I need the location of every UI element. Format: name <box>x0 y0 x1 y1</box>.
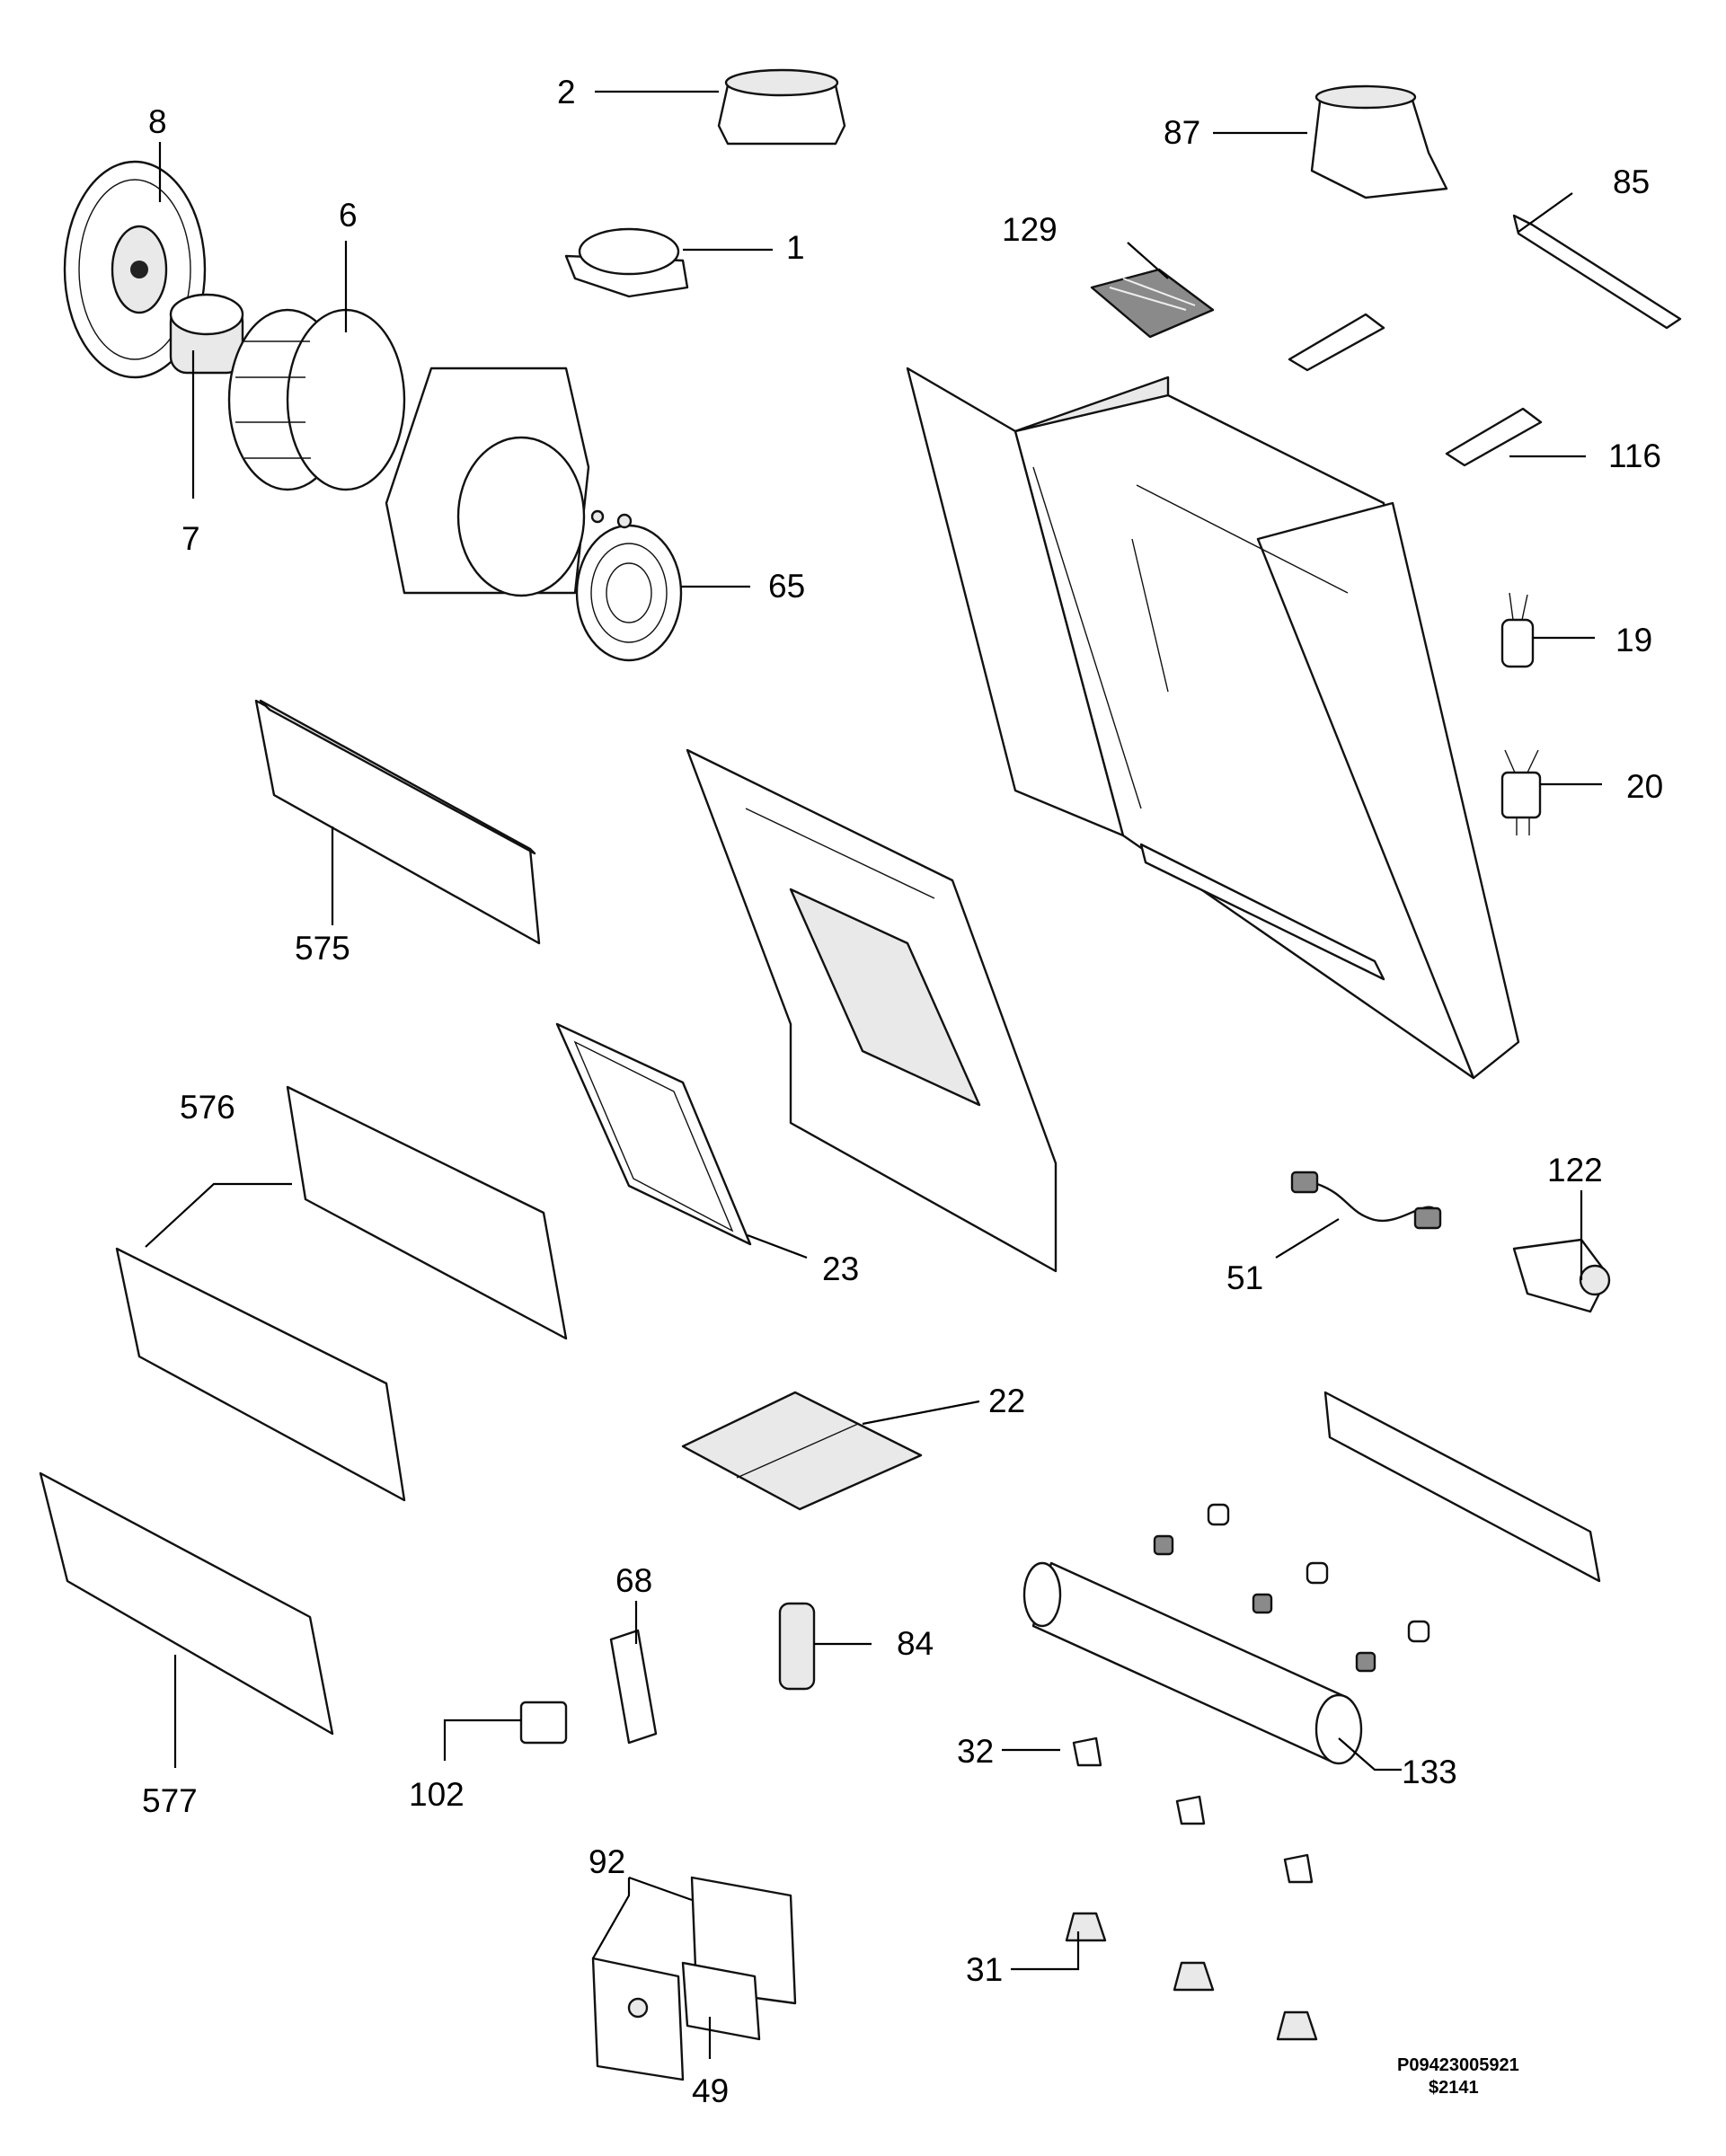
label-23: 23 <box>822 1250 859 1287</box>
hood-main-body <box>906 367 1520 1080</box>
part-65-fan-guard <box>575 509 683 662</box>
label-19: 19 <box>1615 622 1652 658</box>
label-129: 129 <box>1002 211 1058 248</box>
part-575-panel <box>254 699 541 945</box>
part-85-rail <box>1512 214 1682 330</box>
spacers-and-lamps <box>1153 1503 1430 1673</box>
label-6: 6 <box>339 197 358 234</box>
part-49-membrane <box>681 1961 761 2041</box>
label-22: 22 <box>988 1383 1025 1419</box>
part-1-flange <box>564 227 689 298</box>
label-92: 92 <box>589 1843 625 1880</box>
document-codes: P09423005921 $2141 <box>1397 2055 1519 2098</box>
label-577: 577 <box>142 1782 198 1819</box>
part-2-duct-collar <box>717 68 846 146</box>
label-575: 575 <box>295 930 350 967</box>
part-68-switch-bracket <box>609 1629 658 1745</box>
label-49: 49 <box>692 2072 729 2109</box>
label-102: 102 <box>409 1776 465 1813</box>
part-116-brackets <box>1288 313 1543 467</box>
label-31: 31 <box>966 1951 1003 1988</box>
part-84-control-knob <box>778 1602 816 1691</box>
label-65: 65 <box>768 568 805 605</box>
part-6-blower-wheel <box>227 308 406 491</box>
part-129-grille <box>1090 268 1215 339</box>
label-20: 20 <box>1626 768 1663 805</box>
leader-lines <box>145 90 1602 2059</box>
label-576: 576 <box>180 1089 235 1126</box>
label-32: 32 <box>957 1733 994 1770</box>
label-7: 7 <box>181 520 200 557</box>
label-85: 85 <box>1613 163 1650 200</box>
label-8: 8 <box>148 103 167 140</box>
part-31-lamp-caps <box>1065 1912 1318 2041</box>
part-number-labels: 2 8 6 7 1 87 85 129 116 65 19 20 575 576… <box>142 74 1663 2109</box>
part-32-clips <box>1072 1736 1314 1884</box>
center-front-panel <box>686 748 1058 1273</box>
revision-code: $2141 <box>1429 2078 1479 2098</box>
label-2: 2 <box>557 74 576 110</box>
label-68: 68 <box>615 1562 652 1599</box>
part-577-panel <box>39 1471 334 1736</box>
label-122: 122 <box>1547 1152 1603 1188</box>
part-19-capacitor <box>1500 592 1535 668</box>
part-22-sheet <box>681 1391 923 1511</box>
label-116: 116 <box>1608 437 1661 474</box>
part-102-control-box <box>519 1701 568 1745</box>
part-133-light-bar <box>1022 1561 1363 1765</box>
part-7-motor <box>169 293 265 375</box>
blower-housing <box>385 367 590 597</box>
part-122-socket <box>1512 1238 1611 1313</box>
part-576-panels <box>115 1085 568 1502</box>
part-51-wire-harness <box>1290 1171 1442 1230</box>
label-1: 1 <box>786 229 805 266</box>
label-133: 133 <box>1402 1754 1457 1790</box>
label-84: 84 <box>897 1625 934 1662</box>
part-20-filter-component <box>1500 749 1542 835</box>
rear-light-bar <box>1323 1391 1601 1583</box>
part-23-grease-filter <box>555 1022 752 1246</box>
diagram-code: P09423005921 <box>1397 2055 1519 2075</box>
label-51: 51 <box>1226 1259 1263 1296</box>
label-87: 87 <box>1164 114 1200 151</box>
part-87-damper-outlet <box>1310 84 1448 199</box>
